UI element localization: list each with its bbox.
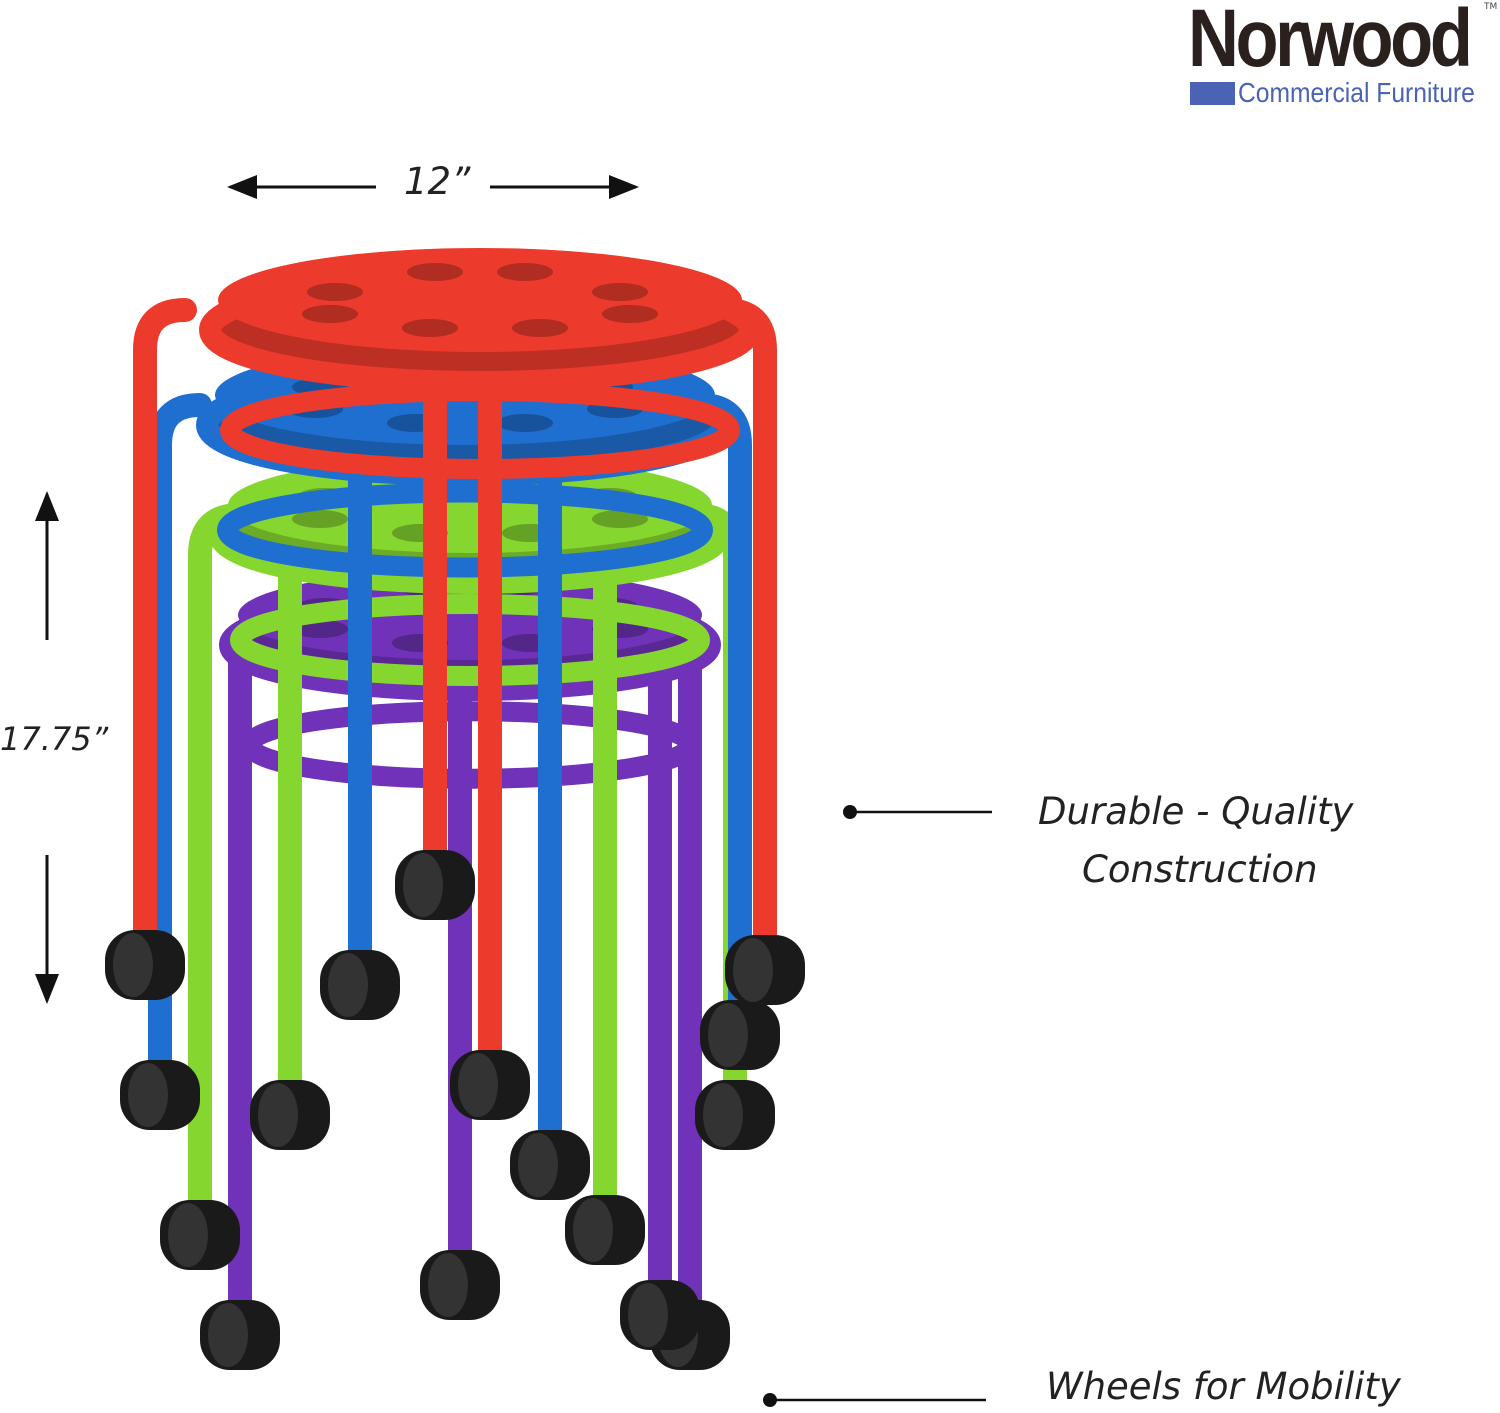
brand-tagline: Commercial Furniture — [1238, 77, 1475, 108]
callout-wheels: Wheels for Mobility — [1046, 1365, 1401, 1408]
stool-ring — [217, 482, 713, 578]
stool-leg — [148, 393, 212, 1072]
caster-hub — [708, 1003, 748, 1067]
seat-hole — [307, 283, 363, 301]
seat-hole — [602, 305, 658, 323]
seat-hole — [302, 305, 358, 323]
caster-hub — [518, 1133, 558, 1197]
width-dimension-label: 12” — [404, 160, 471, 203]
caster-hub — [458, 1053, 498, 1117]
caster-hub — [328, 953, 368, 1017]
stool-ring — [240, 701, 700, 789]
brand-trademark: TM — [1484, 2, 1498, 12]
brand-logo-bar — [1190, 82, 1235, 105]
caster-hub — [128, 1063, 168, 1127]
stool-seat — [218, 248, 742, 352]
seat-hole — [497, 263, 553, 281]
caster-hub — [628, 1283, 668, 1347]
seat-hole — [592, 283, 648, 301]
caster-hub — [733, 938, 773, 1002]
stool-leg — [133, 298, 197, 942]
stool — [105, 248, 805, 1120]
seat-hole — [512, 319, 568, 337]
caster-hub — [113, 933, 153, 997]
stool-ring — [230, 594, 710, 686]
height-dimension-label: 17.75” — [0, 720, 109, 758]
callout-durable-line1: Durable - Quality — [1038, 790, 1354, 833]
caster-hub — [403, 853, 443, 917]
caster-hub — [703, 1083, 743, 1147]
callout-durable-line2: Construction — [1082, 848, 1318, 891]
caster-hub — [208, 1303, 248, 1367]
seat-hole — [592, 510, 648, 528]
stool-leg — [688, 393, 752, 1012]
brand-logo-name: Norwood — [1188, 0, 1473, 84]
seat-hole — [407, 263, 463, 281]
caster-hub — [258, 1083, 298, 1147]
seat-hole — [292, 510, 348, 528]
caster-hub — [573, 1198, 613, 1262]
stool-leg — [608, 630, 672, 1292]
seat-hole — [402, 319, 458, 337]
seat-hole — [497, 414, 553, 432]
caster-hub — [428, 1253, 468, 1317]
caster-hub — [168, 1203, 208, 1267]
